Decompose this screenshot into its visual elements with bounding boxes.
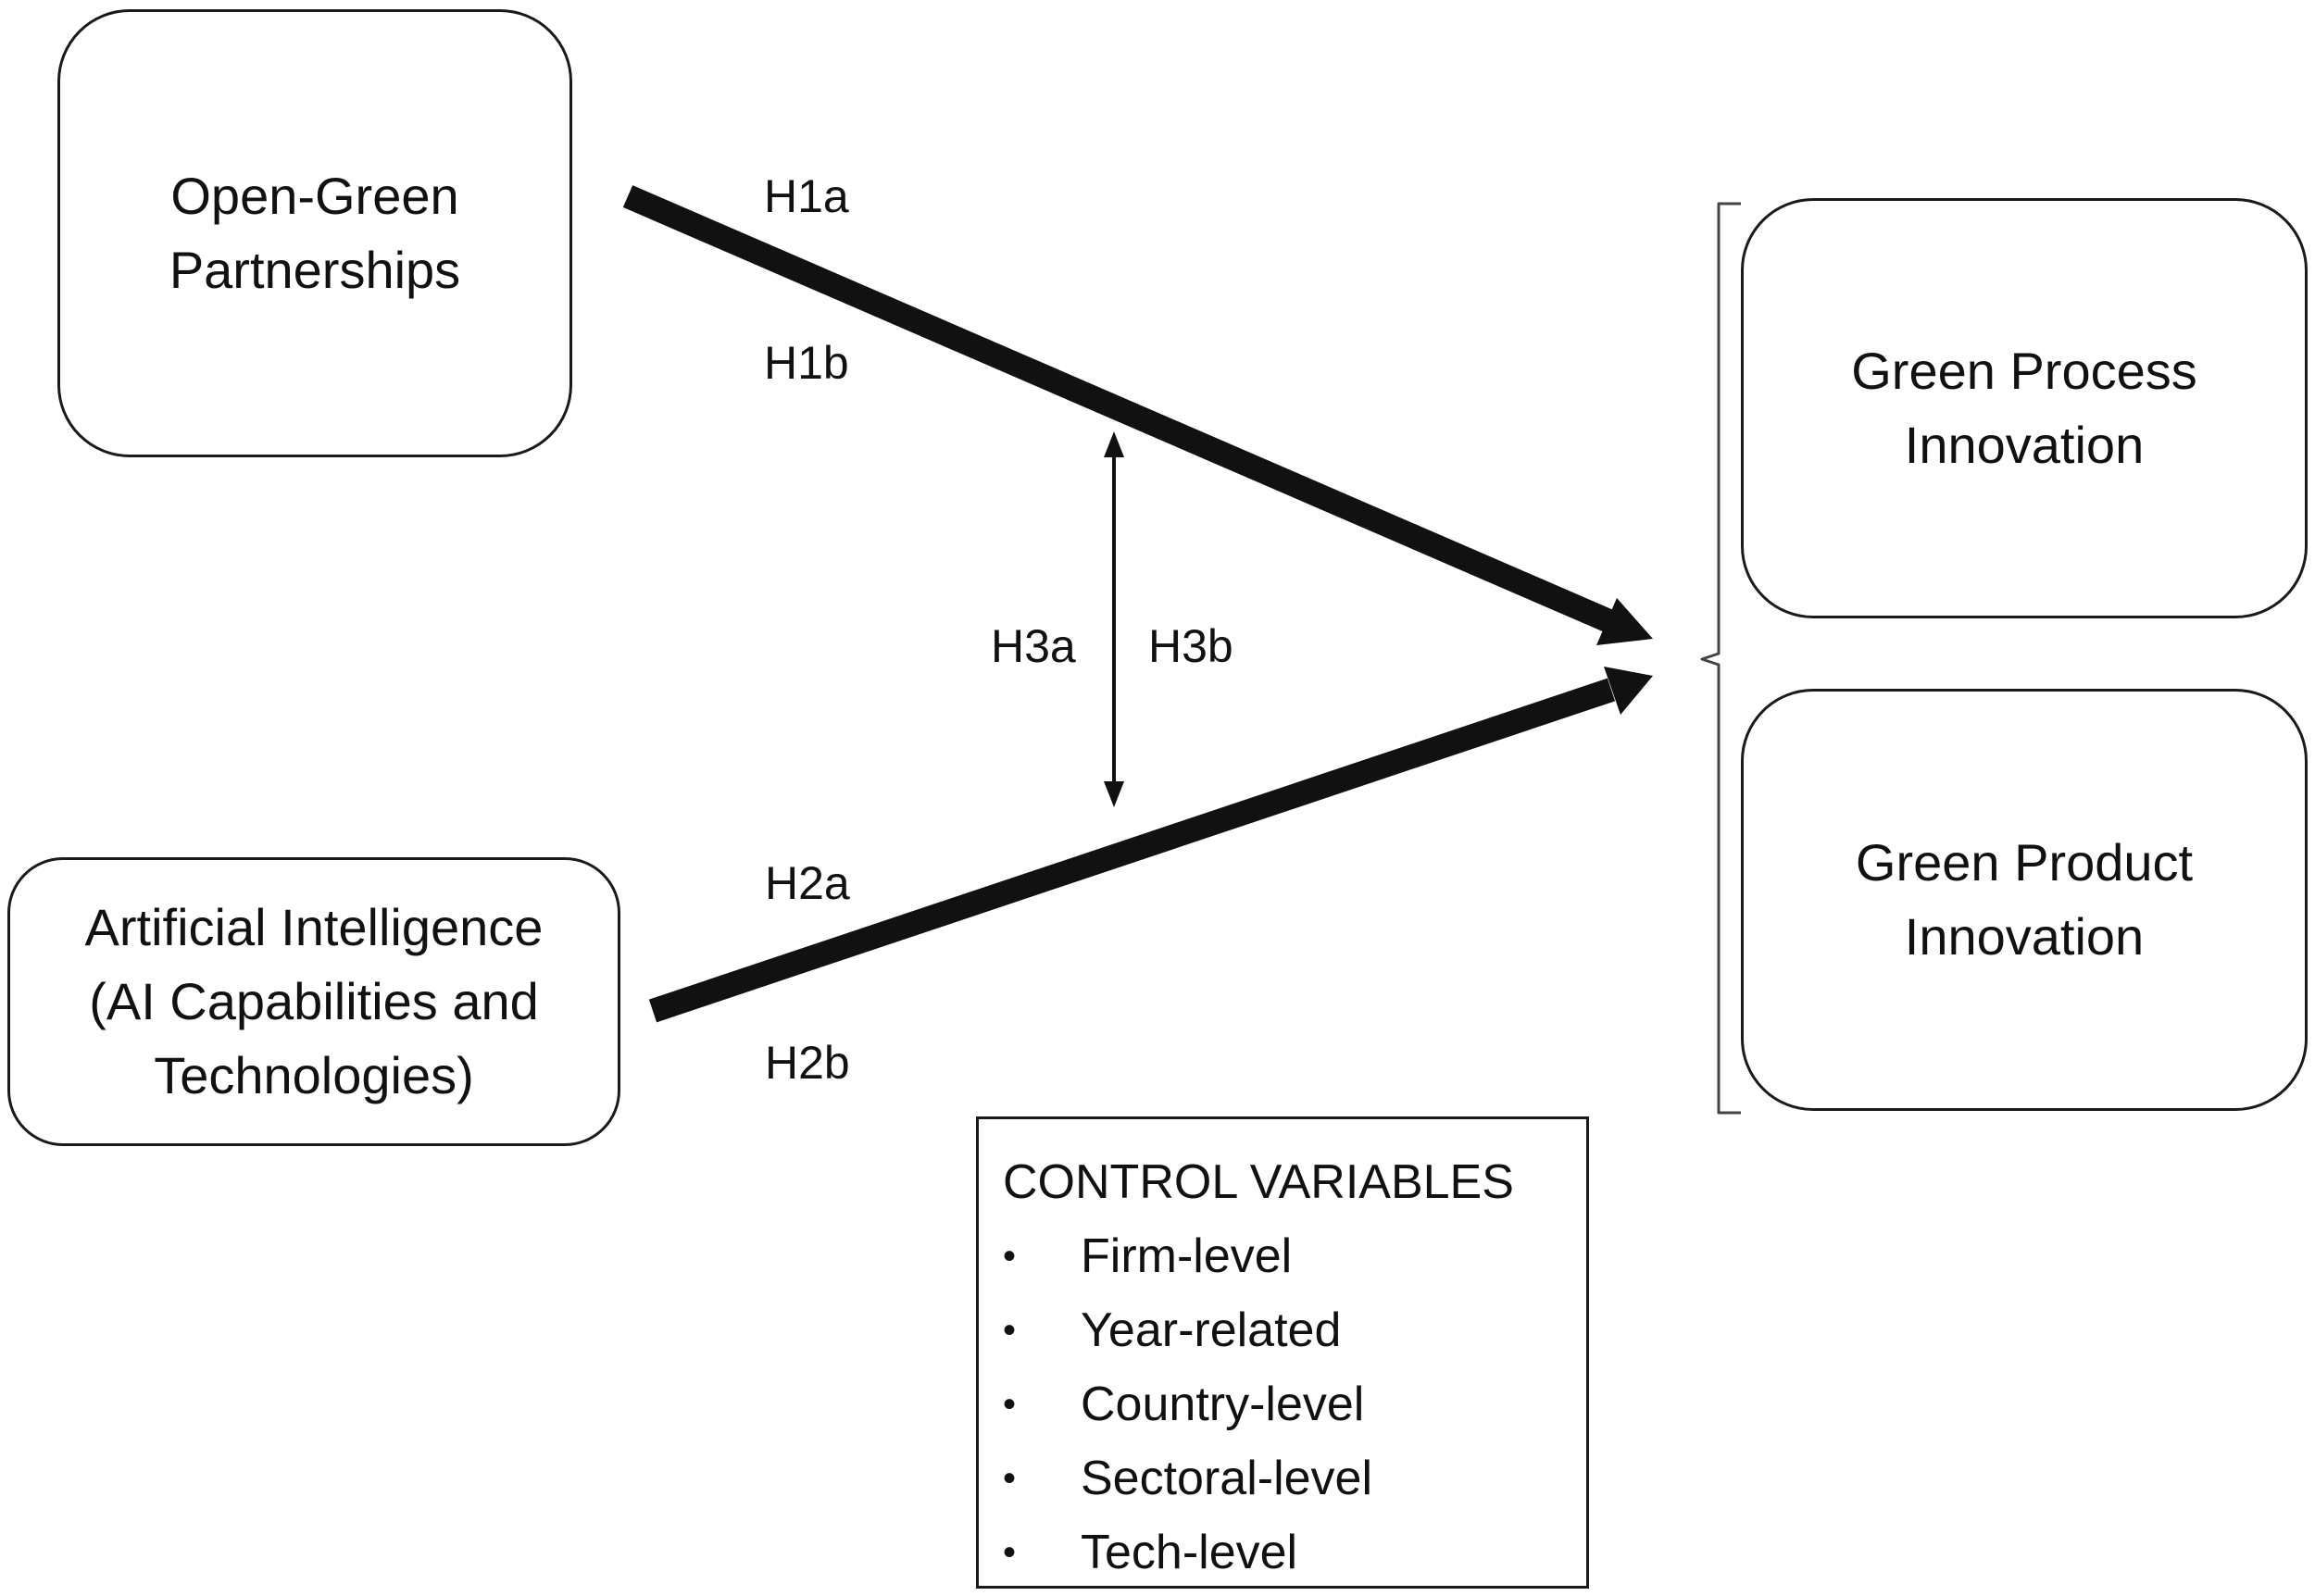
hypothesis-h2b-label: H2b [765,1037,850,1089]
bullet-icon: • [1003,1310,1017,1351]
h2-arrow-shaft [648,678,1616,1023]
artificial-intelligence-box: Artificial Intelligence (AI Capabilities… [7,857,620,1146]
h3-arrowhead-top [1104,431,1124,457]
control-variable-label: Firm-level [1081,1229,1293,1283]
outcome-brace [1700,202,1741,1115]
h1-arrow-shaft [622,185,1617,633]
bullet-icon: • [1003,1458,1017,1499]
control-variable-item: • Country-level [1003,1367,1586,1441]
green-process-innovation-label: Green Process Innovation [1851,342,2197,474]
control-variable-label: Country-level [1081,1378,1365,1431]
control-variables-box: CONTROL VARIABLES • Firm-level • Year-re… [976,1116,1589,1589]
bullet-icon: • [1003,1532,1017,1573]
control-variable-item: • Tech-level [1003,1515,1586,1590]
green-product-innovation-label: Green Product Innovation [1855,833,2194,966]
control-variable-item: • Sectoral-level [1003,1441,1586,1515]
control-variable-item: • Firm-level [1003,1219,1586,1293]
open-green-partnerships-label: Open-Green Partnerships [169,167,461,299]
green-product-innovation-box: Green Product Innovation [1741,689,2308,1111]
green-process-innovation-box: Green Process Innovation [1741,198,2308,618]
open-green-partnerships-box: Open-Green Partnerships [57,9,572,457]
hypothesis-h1a-label: H1a [764,170,849,222]
control-variables-title: CONTROL VARIABLES [1003,1155,1514,1209]
control-variable-label: Year-related [1081,1303,1342,1357]
bullet-icon: • [1003,1236,1017,1277]
h1-arrowhead [1596,598,1653,645]
h2-arrowhead [1604,667,1653,715]
control-variable-item: • Year-related [1003,1293,1586,1367]
h3-arrowhead-bottom [1104,781,1124,807]
control-variables-list: • Firm-level • Year-related • Country-le… [1003,1219,1586,1590]
hypothesis-h3b-label: H3b [1148,620,1233,672]
hypothesis-h2a-label: H2a [765,857,850,909]
control-variable-label: Tech-level [1081,1526,1298,1579]
bullet-icon: • [1003,1384,1017,1425]
artificial-intelligence-label: Artificial Intelligence (AI Capabilities… [84,898,544,1104]
hypothesis-h1b-label: H1b [764,337,849,389]
hypothesis-h3a-label: H3a [991,620,1076,672]
control-variable-label: Sectoral-level [1081,1452,1373,1505]
